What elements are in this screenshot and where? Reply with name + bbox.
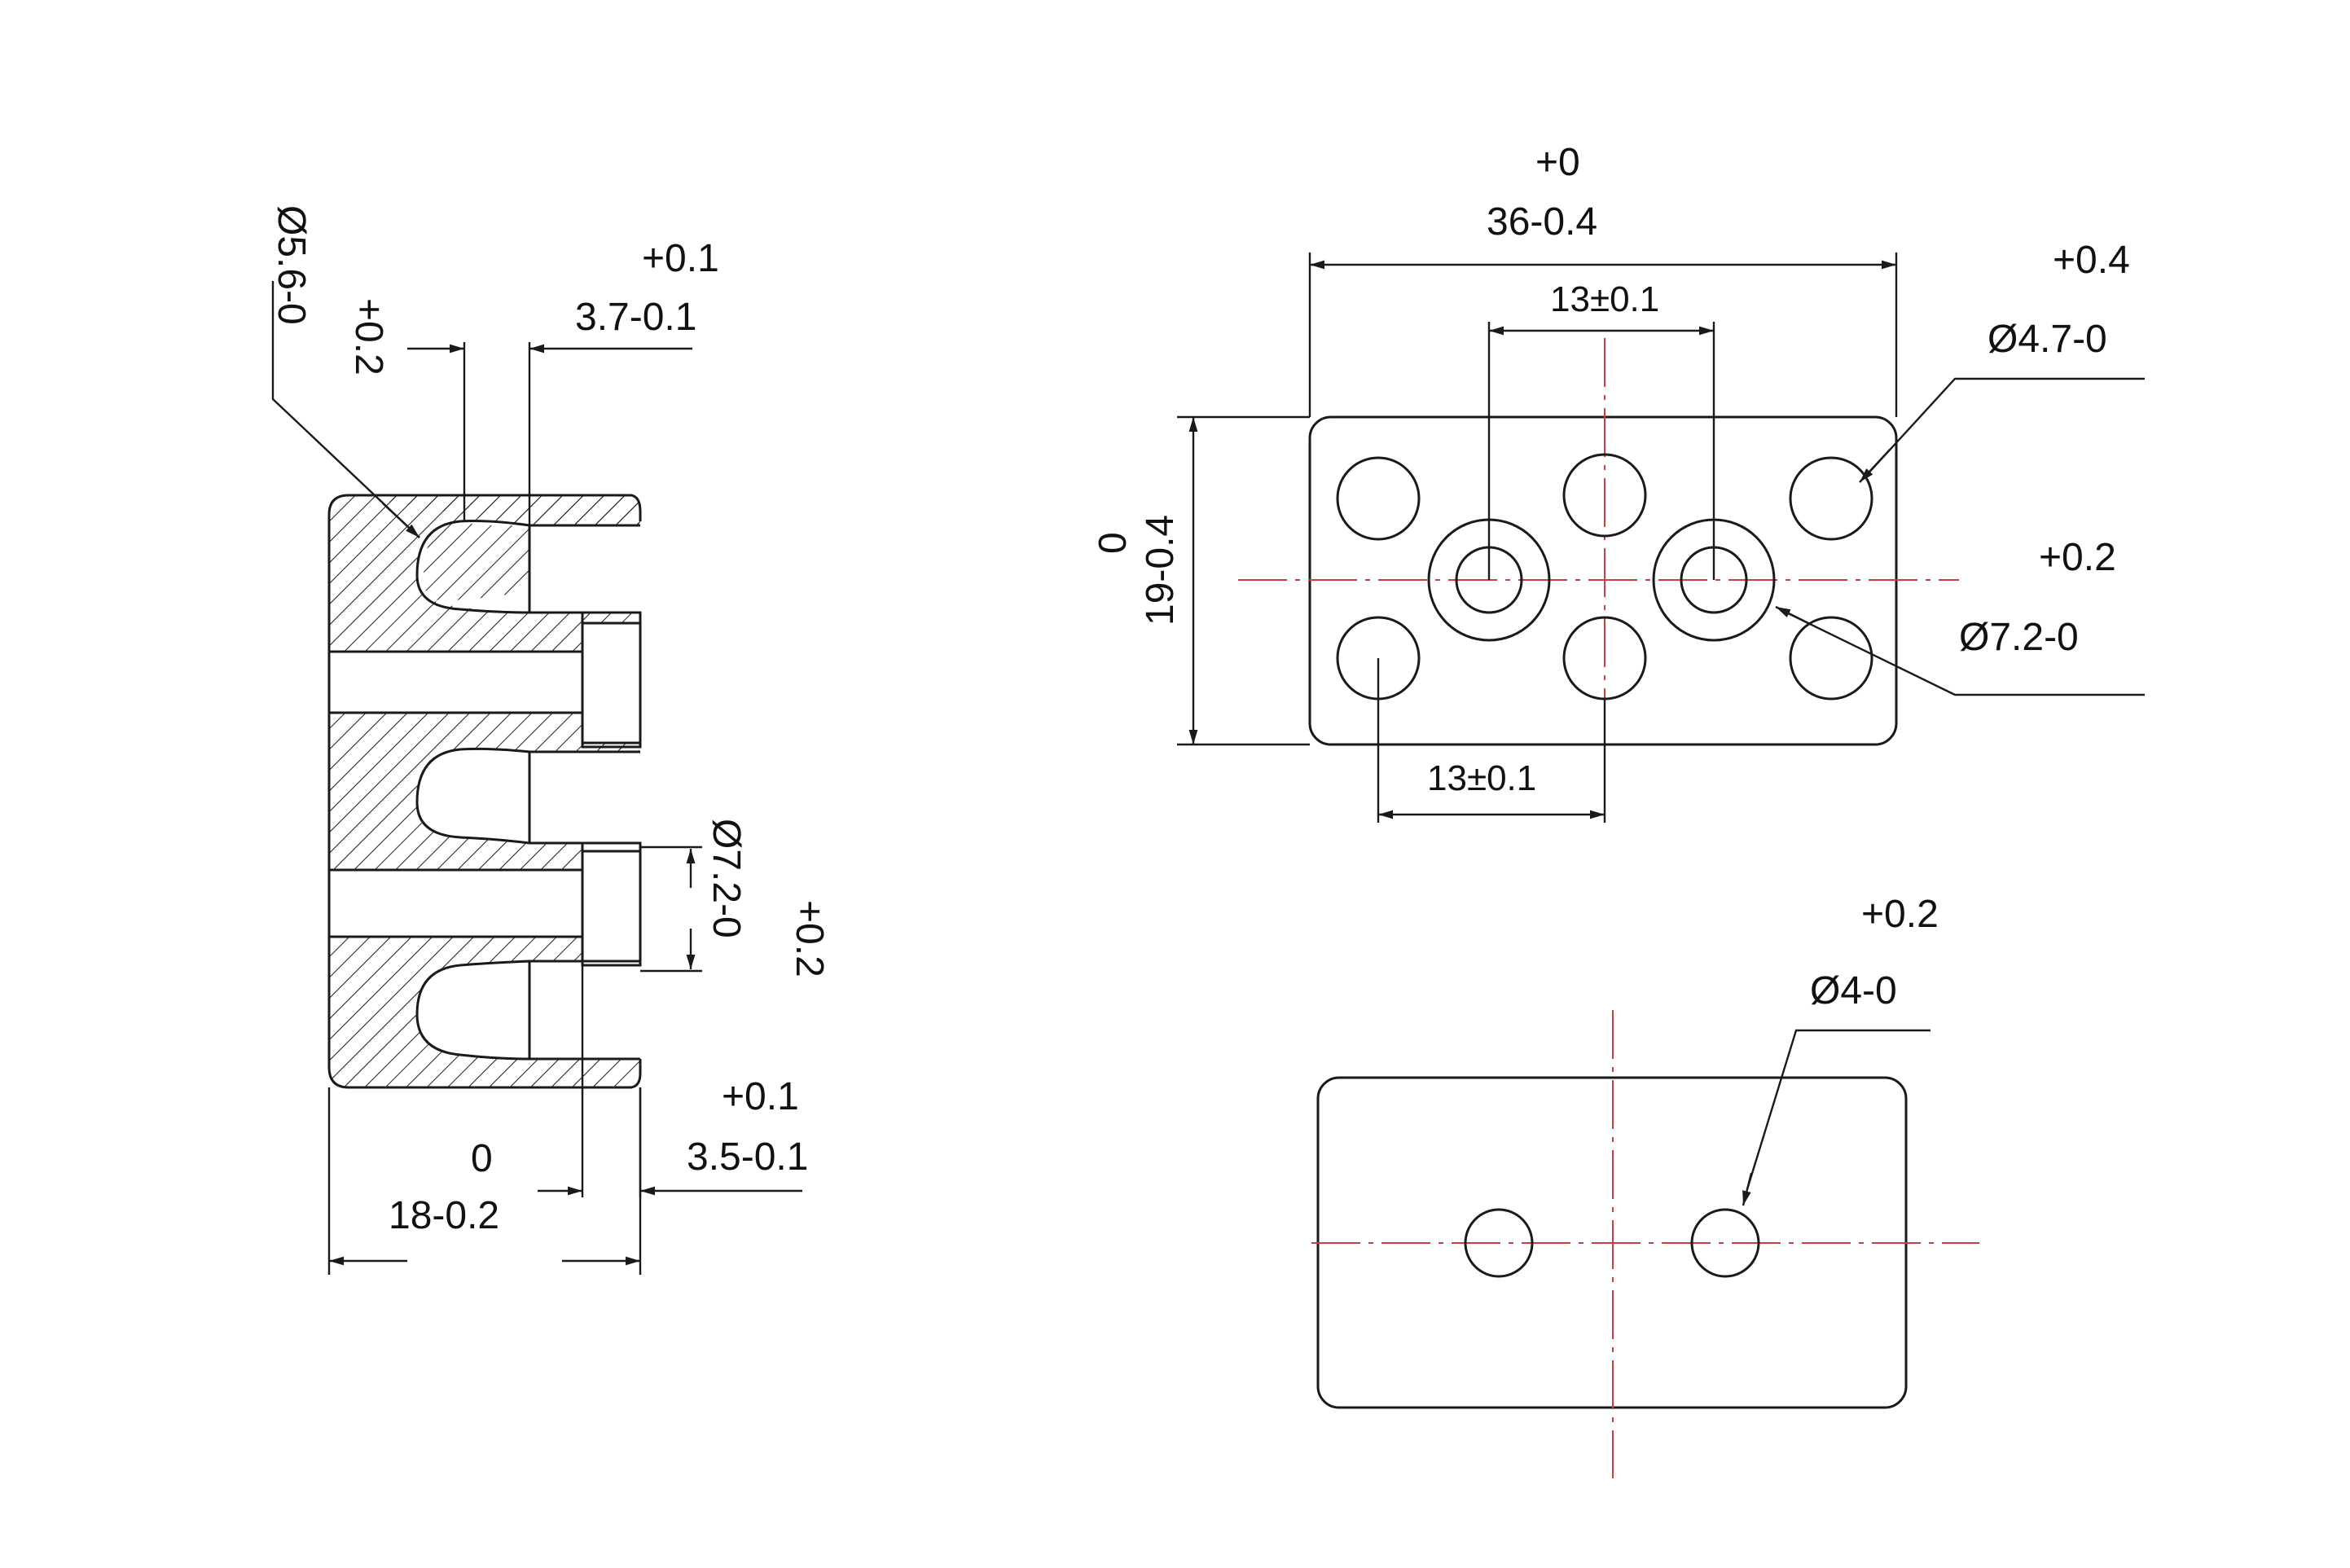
pocket-mid [415,747,640,845]
mounting-hole [1690,1208,1760,1278]
pocket-top [415,520,640,614]
hole-tol-label: +0.2 [1861,893,1939,936]
section-body-bot [329,937,639,1087]
slot-tol-label: +0.2 [788,900,831,977]
section-body-mid [329,713,639,870]
width-tol-label: 0 [1092,532,1135,554]
pitch-bottom-label: 13±0.1 [1427,758,1536,798]
counterbore-top [581,611,642,749]
step-tol-label: +0.1 [722,1075,799,1118]
length-label: 36-0.4 [1487,200,1597,244]
small-hole-dia-label: Ø4.7-0 [1988,318,2107,361]
leader-arrow [1775,605,1809,625]
pitch-top-label: 13±0.1 [1550,279,1659,319]
hole-tol-label: +0.2 [347,298,390,376]
section-view: Ø5.6-0 +0.2 +0.1 3.7-0.1 Ø7.2-0 +0.2 +0.… [270,205,831,1275]
pocket-bot [415,960,640,1061]
large-hole-tol-label: +0.2 [2039,536,2116,579]
small-hole [1789,456,1873,541]
length-tol-label: +0 [1535,141,1580,184]
leader-line [271,281,420,538]
counterbore-width-label: 3.7-0.1 [575,296,696,339]
small-hole [1789,616,1873,701]
width-label: 19-0.4 [1139,515,1182,626]
step-depth-label: 3.5-0.1 [687,1135,808,1179]
leader-arrow [382,503,420,538]
leader-arrow [1742,1172,1753,1206]
hole-dia-label: Ø5.6-0 [270,205,313,325]
bottom-view: +0.2 Ø4-0 [1311,893,1979,1478]
leader-line [1865,377,2145,477]
large-hole-dia-label: Ø7.2-0 [1959,616,2079,659]
thickness-label: 18-0.2 [389,1194,499,1237]
leader-line [1779,608,2145,696]
hole-dia-label: Ø4-0 [1810,969,1897,1012]
top-view: +0 36-0.4 13±0.1 13±0.1 0 19-0.4 +0.4 Ø4… [1092,141,2145,823]
slot-dia-label: Ø7.2-0 [705,819,748,938]
leader-line [1746,1029,1931,1190]
thickness-tol-label: 0 [471,1137,493,1180]
small-hole [1562,453,1647,538]
counterbore-mid [581,841,642,967]
leader-arrow [1859,449,1891,483]
mounting-hole [1464,1208,1534,1278]
small-hole-tol-label: +0.4 [2053,239,2130,282]
small-hole [1336,456,1421,541]
counterbore-tol-label: +0.1 [642,237,719,280]
